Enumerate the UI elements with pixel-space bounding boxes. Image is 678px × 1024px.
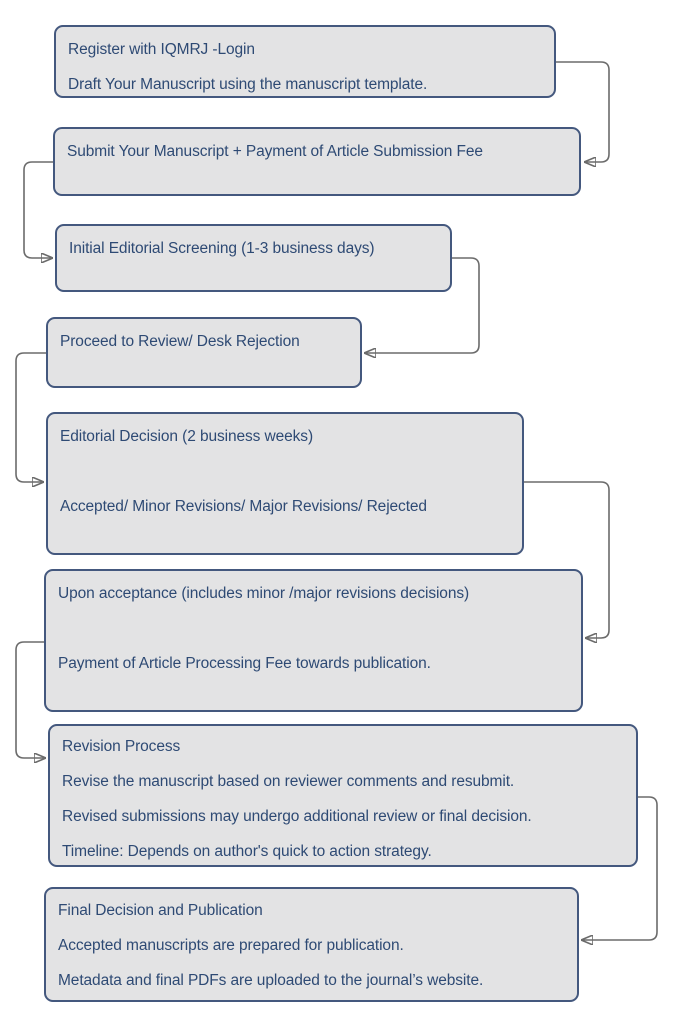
edge-revision-to-final [581,796,658,940]
node-line: Accepted manuscripts are prepared for pu… [58,936,404,954]
flow-node-register-draft: Register with IQMRJ -Login Draft Your Ma… [54,25,556,98]
node-line: Register with IQMRJ -Login [68,40,255,58]
node-line: Revision Process [62,737,181,755]
edge-decision-to-acceptance [524,481,610,638]
line-spacer [58,611,569,646]
node-line: Revise the manuscript based on reviewer … [62,772,515,790]
edge-register-to-submit [556,61,610,162]
edge-review-to-decision [15,352,46,482]
flow-node-acceptance-processing-fee: Upon acceptance (includes minor /major r… [44,569,583,712]
flow-node-submit-payment: Submit Your Manuscript + Payment of Arti… [53,127,581,196]
flow-node-review-or-desk-rejection: Proceed to Review/ Desk Rejection [46,317,362,388]
edge-acceptance-to-revision [15,641,46,758]
node-line: Timeline: Depends on author's quick to a… [62,842,432,860]
line-spacer [60,454,510,489]
flow-node-final-decision-publication: Final Decision and Publication Accepted … [44,887,579,1002]
node-line: Final Decision and Publication [58,901,263,919]
node-line: Accepted/ Minor Revisions/ Major Revisio… [60,497,427,515]
node-line: Proceed to Review/ Desk Rejection [60,332,300,350]
flow-node-editorial-decision: Editorial Decision (2 business weeks) Ac… [46,412,524,555]
node-line: Upon acceptance (includes minor /major r… [58,584,470,602]
node-line: Initial Editorial Screening (1-3 busines… [69,239,375,257]
node-line: Payment of Article Processing Fee toward… [58,654,431,672]
flow-node-revision-process: Revision Process Revise the manuscript b… [48,724,638,867]
node-line: Submit Your Manuscript + Payment of Arti… [67,142,483,160]
node-line: Draft Your Manuscript using the manuscri… [68,75,428,93]
node-line: Revised submissions may undergo addition… [62,807,532,825]
edge-submit-to-screening [23,161,53,258]
node-line: Metadata and final PDFs are uploaded to … [58,971,484,989]
edge-screening-to-review [364,257,480,353]
node-line: Editorial Decision (2 business weeks) [60,427,314,445]
flow-node-initial-screening: Initial Editorial Screening (1-3 busines… [55,224,452,292]
